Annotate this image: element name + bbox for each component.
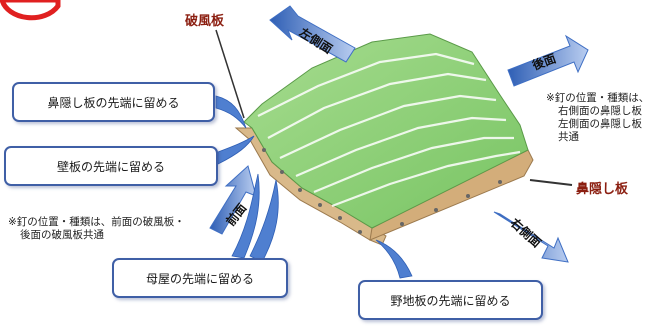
connector-moya [231, 173, 279, 263]
hanakakushi-label: 鼻隠し板 [576, 182, 629, 197]
arrow-right-side [493, 211, 569, 263]
nails [262, 148, 502, 234]
callout-kabeita-tip-text: 壁板の先端に留める [56, 160, 165, 174]
callout-hanakakushi-tip: 鼻隠し板の先端に留める [12, 82, 215, 122]
connector-hanakakushi [215, 95, 247, 129]
note-right-line: 右側面の鼻隠し板 [558, 105, 642, 117]
hafuita-pointer [215, 29, 245, 119]
roof [234, 33, 534, 246]
note-right: ※釘の位置・種類は、 右側面の鼻隠し板 左側面の鼻隠し板 共通 [546, 92, 649, 144]
callout-hanakakushi-tip-text: 鼻隠し板の先端に留める [47, 96, 180, 110]
right-hanakakushi-board [369, 149, 534, 241]
callout-moya-tip: 母屋の先端に留める [112, 258, 288, 298]
note-right-line: 共通 [558, 131, 579, 143]
note-left-line: 後面の破風板共通 [20, 229, 104, 241]
arrow-front [209, 165, 257, 235]
connector-nojiita [375, 239, 413, 279]
note-right-line: 左側面の鼻隠し板 [558, 118, 642, 130]
hafuita-label: 破風板 [185, 14, 225, 29]
arrow-left-side [269, 5, 356, 63]
roofing-lines [257, 52, 521, 208]
arrow-back [507, 34, 589, 87]
callout-nojiita-tip: 野地板の先端に留める [358, 280, 543, 320]
hanakakushi-pointer [529, 179, 573, 186]
connector-kabeita [217, 135, 255, 165]
callout-kabeita-tip: 壁板の先端に留める [4, 146, 218, 186]
note-left: ※釘の位置・種類は、前面の破風板・ 後面の破風板共通 [8, 216, 185, 242]
callout-moya-tip-text: 母屋の先端に留める [145, 272, 254, 286]
red-circle-fragment [0, 0, 61, 21]
callout-nojiita-tip-text: 野地板の先端に留める [390, 294, 511, 308]
note-left-line: ※釘の位置・種類は、前面の破風板・ [8, 216, 185, 228]
note-right-line: ※釘の位置・種類は、 [546, 92, 650, 104]
roof-surface [243, 33, 529, 229]
